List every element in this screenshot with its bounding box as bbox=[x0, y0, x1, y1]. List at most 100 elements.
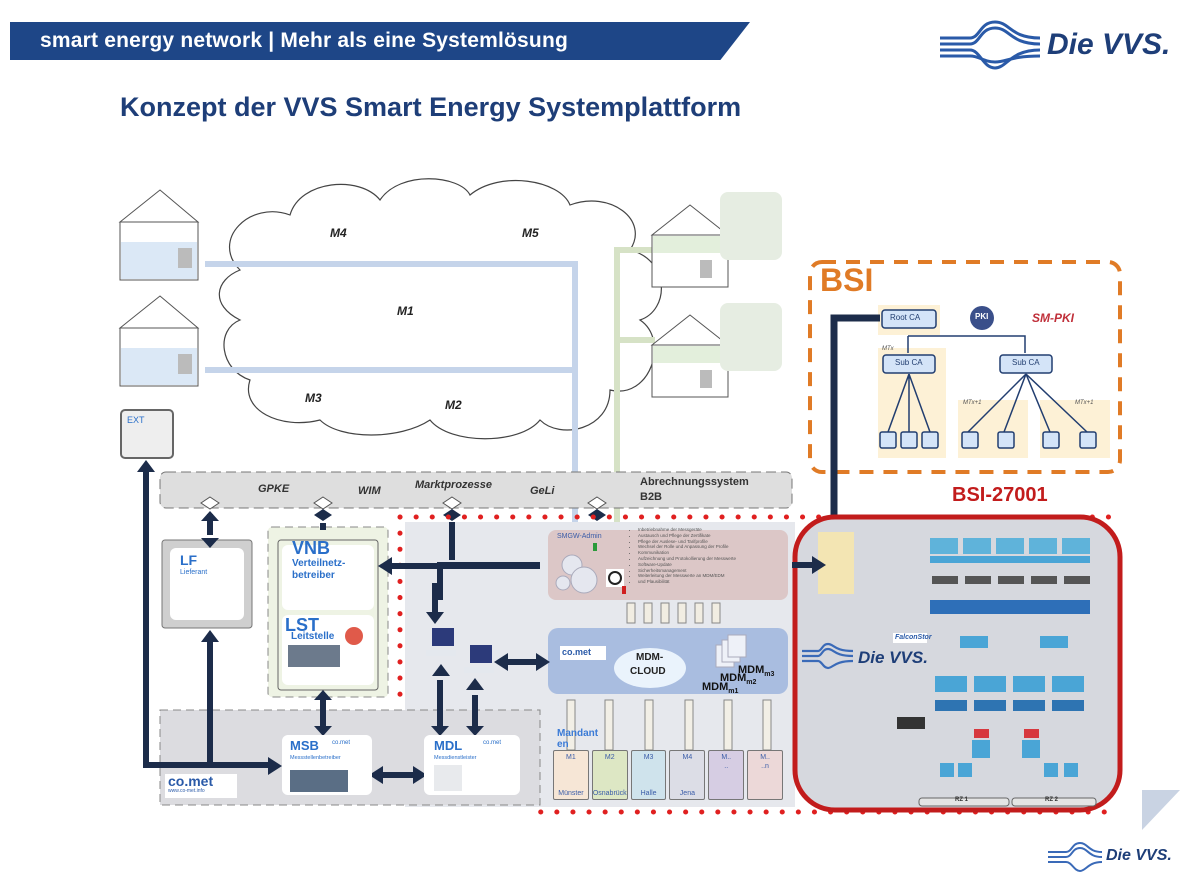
rz1-box bbox=[918, 797, 1010, 807]
msb-name: Messstellenbetreiber bbox=[290, 755, 341, 761]
vnb-abbr: VNB bbox=[292, 538, 331, 558]
house-icon-2 bbox=[118, 295, 200, 387]
mdm-instance-label: MDM bbox=[702, 681, 729, 693]
workstation-icon-2 bbox=[464, 645, 494, 673]
mdm-instance-sub: m2 bbox=[746, 679, 757, 687]
mandant-code: M4 bbox=[682, 754, 693, 761]
ext-main-line bbox=[143, 470, 270, 768]
root-ca-label: Root CA bbox=[890, 313, 921, 322]
footer-logo-text: Die VVS. bbox=[1106, 847, 1172, 864]
mandant-m3[interactable]: M3 Halle bbox=[630, 750, 667, 800]
mandant-m4[interactable]: M4 Jena bbox=[669, 750, 706, 800]
mandant-mn[interactable]: M.. ..n bbox=[747, 750, 783, 800]
smgw-task: Kommunikation bbox=[638, 550, 736, 556]
datacenter-logo-text: Die VVS. bbox=[858, 648, 928, 667]
process-gpke: GPKE bbox=[258, 483, 290, 495]
sub-ca-box-1 bbox=[882, 354, 936, 374]
smgw-task: Software-Update bbox=[638, 562, 736, 568]
ext-label: EXT bbox=[127, 415, 145, 425]
bsi-27001-label: BSI-27001 bbox=[952, 484, 1048, 506]
mandanten-label: Mandanten bbox=[557, 728, 599, 750]
mdm-instance-label: MDM bbox=[738, 664, 765, 676]
mandant-m1[interactable]: M1 Münster bbox=[553, 750, 589, 800]
mandant-code: M.. bbox=[721, 754, 732, 761]
house-icon-1 bbox=[118, 189, 200, 281]
bsi-label: BSI bbox=[820, 262, 874, 298]
mdl-abbr: MDL bbox=[434, 738, 463, 753]
banner-text: smart energy network | Mehr als eine Sys… bbox=[40, 29, 569, 52]
mtx-label-1: MTx bbox=[882, 346, 894, 352]
house-link-line-1 bbox=[205, 261, 578, 540]
mandant-city: Jena bbox=[679, 790, 695, 797]
smgw-task: Inbetriebnahme der Messgeräte bbox=[638, 527, 736, 533]
mdm-cloud-line1: MDM- bbox=[636, 652, 664, 663]
mandant-code: M.. bbox=[760, 754, 770, 761]
workstation-icon-1 bbox=[426, 628, 456, 656]
comet-logo-sub: www.co-met.info bbox=[168, 788, 205, 794]
pki-logo-text: PKI bbox=[975, 312, 989, 321]
smgw-task: Austausch und Pflege der Zertifikate bbox=[638, 533, 736, 539]
msb-abbr: MSB bbox=[290, 738, 319, 753]
rz2-label: RZ 2 bbox=[1045, 797, 1059, 803]
process-b2b: B2B bbox=[640, 491, 663, 503]
meter-cloud-shape bbox=[218, 178, 662, 440]
mdm-instance-1: MDMm1 bbox=[702, 681, 738, 695]
cluster-label-m3: M3 bbox=[305, 391, 322, 405]
smgw-task: und Plausibilität bbox=[638, 579, 736, 585]
mandant-code: M3 bbox=[643, 754, 654, 761]
sub-ca-box-2 bbox=[999, 354, 1053, 374]
bsi-zone bbox=[808, 260, 1122, 474]
smgw-task: Wechsel der Rolle und Anpassung der Prof… bbox=[638, 544, 736, 550]
root-ca-box bbox=[881, 309, 937, 329]
smgw-task: Aufzeichnung und Protokollierung der Mes… bbox=[638, 556, 736, 562]
smgw-task: Weiterleitung der Messwerte an MDM/EDM bbox=[638, 573, 736, 579]
renewable-link-line bbox=[614, 247, 655, 540]
mdm-instance-label: MDM bbox=[720, 672, 747, 684]
mdl-name: Messdienstleister bbox=[434, 755, 477, 761]
mdm-cloud-line2: CLOUD bbox=[630, 666, 666, 677]
mdm-instance-3: MDMm3 bbox=[738, 664, 774, 678]
vpn-module bbox=[818, 532, 854, 594]
house-icon-3 bbox=[650, 204, 730, 288]
smgw-task-list: Inbetriebnahme der Messgeräte Austausch … bbox=[630, 527, 736, 585]
process-wim: WIM bbox=[358, 485, 381, 497]
comet-logo: co.met www.co-met.info bbox=[165, 774, 237, 798]
sub-ca-label-2: Sub CA bbox=[1012, 358, 1040, 367]
ext-box bbox=[120, 409, 174, 459]
comet-logo-text: co.met bbox=[168, 773, 214, 789]
mandant-m2[interactable]: M2 Osnabrück bbox=[591, 750, 628, 800]
pc-mdl-link bbox=[437, 680, 478, 728]
process-marktprozesse: Marktprozesse bbox=[415, 479, 493, 491]
vvs-wave-icon bbox=[802, 642, 854, 670]
header-banner: smart energy network | Mehr als eine Sys… bbox=[10, 22, 750, 60]
mandant-m5[interactable]: M.. .. bbox=[708, 750, 745, 800]
clock-icon bbox=[608, 571, 622, 585]
mandant-city: Münster bbox=[558, 790, 584, 797]
pki-logo-icon bbox=[970, 306, 994, 330]
mdm-instance-sub: m3 bbox=[764, 671, 775, 679]
falconstor-label: FalconStor bbox=[895, 634, 932, 641]
msb-brand: co.met bbox=[332, 740, 351, 746]
mtx-label-2: MTx+1 bbox=[963, 400, 982, 406]
renewables-icon-2 bbox=[720, 303, 782, 371]
mandanten-list: M1 Münster M2 Osnabrück M3 Halle M4 Jena… bbox=[553, 750, 783, 800]
mandant-city: Halle bbox=[640, 790, 657, 797]
vnb-name: Verteilnetz-betreiber bbox=[292, 558, 346, 581]
mandant-code: M1 bbox=[566, 754, 576, 761]
vvs-wave-icon-footer bbox=[1048, 841, 1103, 873]
rootca-link bbox=[830, 314, 880, 525]
smgw-task: Sicherheitsmanagement bbox=[638, 568, 736, 574]
cluster-label-m2: M2 bbox=[445, 398, 462, 412]
cluster-label-m5: M5 bbox=[522, 226, 539, 240]
process-abrechnung: Abrechnungssystem bbox=[640, 476, 749, 488]
lst-abbr: LST bbox=[285, 615, 319, 635]
vnb-box bbox=[282, 545, 374, 610]
mdm-cloud-icon bbox=[614, 648, 686, 688]
smgw-task: Pflege der Auslese- und Tarifprofile bbox=[638, 539, 736, 545]
mdm-instance-2: MDMm2 bbox=[720, 672, 756, 686]
logo-text: Die VVS. bbox=[1047, 28, 1171, 61]
cluster-label-m4: M4 bbox=[330, 226, 347, 240]
mandant-city: Osnabrück bbox=[592, 790, 627, 797]
vvs-wave-icon bbox=[940, 20, 1041, 70]
lst-name: Leitstelle bbox=[291, 631, 335, 642]
